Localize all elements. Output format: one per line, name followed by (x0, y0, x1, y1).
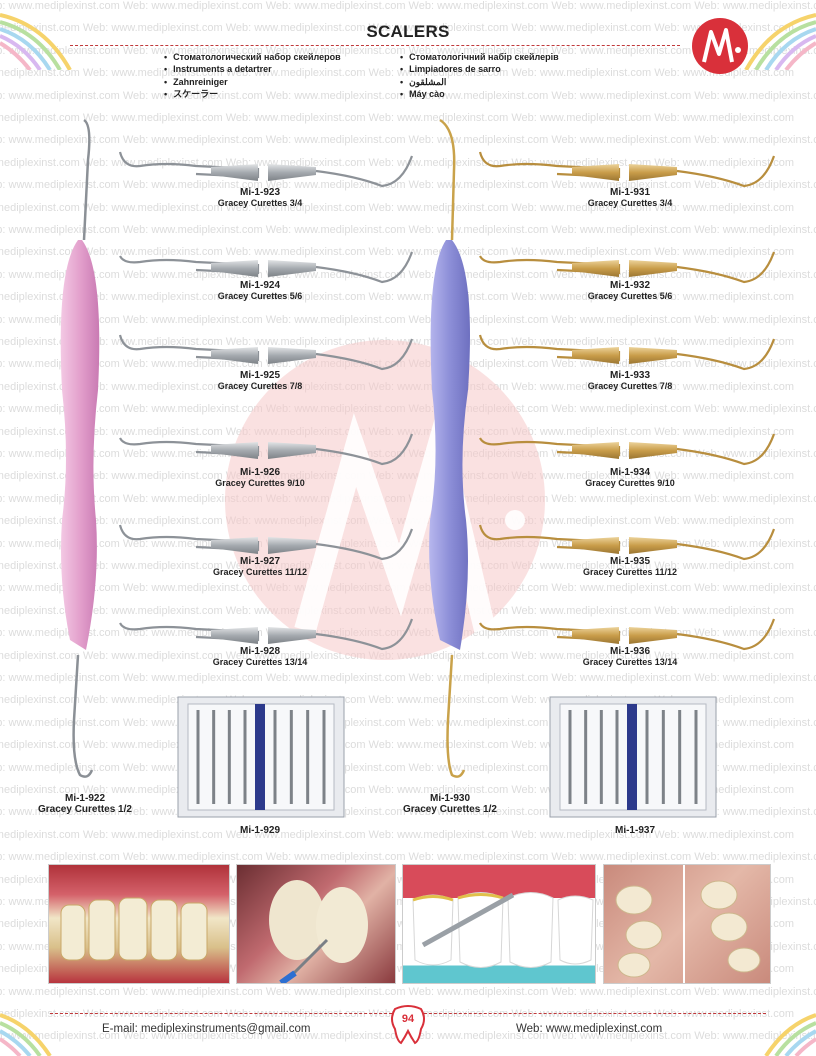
lang-item: المشلقون (400, 76, 559, 88)
product-code: Mi-1-930 (429, 793, 470, 804)
product-desc: Gracey Curettes 7/8 (217, 381, 303, 391)
lang-item: スケーラー (164, 88, 341, 100)
photo-tartar-teeth (48, 864, 230, 984)
language-list-left: Стоматологический набор скейлеров Instru… (164, 51, 341, 101)
curette-2 (119, 251, 414, 284)
curette-5 (478, 524, 776, 561)
product-desc: Gracey Curettes 5/6 (587, 291, 673, 301)
product-desc: Gracey Curettes 3/4 (217, 198, 303, 208)
footer-web: Web: www.mediplexinst.com (516, 1023, 663, 1035)
product-code: Mi-1-935 (609, 556, 650, 567)
product-desc: Gracey Curettes 3/4 (587, 198, 673, 208)
product-desc: Gracey Curettes 13/14 (582, 657, 678, 667)
product-desc: Gracey Curettes 1/2 (38, 804, 132, 815)
handle-right (429, 118, 470, 778)
curette-3 (478, 334, 776, 371)
language-list-right: Стоматологічний набір скейлерів Limpiado… (400, 51, 559, 101)
rainbow-top-right (744, 13, 816, 70)
curette-6 (119, 618, 414, 651)
product-code: Mi-1-933 (609, 370, 650, 381)
photo-scaling-illustration (402, 864, 596, 984)
product-desc: Gracey Curettes 1/2 (403, 804, 497, 815)
curette-4 (119, 433, 414, 466)
product-code: Mi-1-931 (609, 187, 650, 198)
product-label-right: Mi-1-936 Gracey Curettes 13/14 (550, 646, 710, 667)
tooth-page-icon (391, 1005, 425, 1045)
curette-4 (479, 433, 776, 466)
product-code: Mi-1-936 (609, 646, 650, 657)
product-desc: Gracey Curettes 5/6 (217, 291, 303, 301)
product-code: Mi-1-934 (609, 467, 650, 478)
curette-1 (478, 151, 776, 188)
lang-item: Máy cào (400, 88, 559, 100)
product-code: Mi-1-928 (239, 646, 280, 657)
page-title: SCALERS (366, 22, 450, 41)
product-code: Mi-1-925 (239, 370, 280, 381)
handle-label-left: Mi-1-922 Gracey Curettes 1/2 (20, 793, 150, 815)
product-label-left: Mi-1-923 Gracey Curettes 3/4 (180, 187, 340, 208)
product-label-right: Mi-1-931 Gracey Curettes 3/4 (550, 187, 710, 208)
page-number: 94 (401, 1013, 415, 1025)
product-label-left: Mi-1-928 Gracey Curettes 13/14 (180, 646, 340, 667)
cassette-right (549, 696, 717, 818)
handle-label-right: Mi-1-930 Gracey Curettes 1/2 (385, 793, 515, 815)
rainbow-bottom-right (764, 1013, 816, 1056)
product-code: Mi-1-927 (239, 556, 280, 567)
product-code: Mi-1-932 (609, 280, 650, 291)
curette-2 (479, 251, 776, 284)
product-label-left: Mi-1-926 Gracey Curettes 9/10 (180, 467, 340, 488)
product-label-right: Mi-1-935 Gracey Curettes 11/12 (550, 556, 710, 577)
rainbow-top-left (0, 13, 72, 70)
product-label-left: Mi-1-924 Gracey Curettes 5/6 (180, 280, 340, 301)
handle-left (60, 118, 100, 778)
product-label-right: Mi-1-932 Gracey Curettes 5/6 (550, 280, 710, 301)
product-desc: Gracey Curettes 9/10 (215, 478, 305, 488)
product-label-right: Mi-1-934 Gracey Curettes 9/10 (550, 467, 710, 488)
lang-item: Zahnreiniger (164, 76, 341, 88)
curette-6 (479, 618, 776, 651)
product-code: Mi-1-924 (239, 280, 280, 291)
product-label-left: Mi-1-927 Gracey Curettes 11/12 (180, 556, 340, 577)
rainbow-bottom-left (0, 1013, 52, 1056)
brand-logo (692, 18, 748, 74)
product-code: Mi-1-926 (239, 467, 280, 478)
photo-occlusal-teeth (603, 864, 771, 984)
lang-item: Стоматологический набор скейлеров (164, 51, 341, 63)
product-desc: Gracey Curettes 7/8 (587, 381, 673, 391)
lang-item: Стоматологічний набір скейлерів (400, 51, 559, 63)
cassette-left (177, 696, 345, 818)
curette-3 (118, 334, 414, 371)
curette-5 (118, 524, 414, 561)
curette-1 (118, 151, 414, 188)
lang-item: Limpiadores de sarro (400, 63, 559, 75)
product-label-right: Mi-1-933 Gracey Curettes 7/8 (550, 370, 710, 391)
product-desc: Gracey Curettes 9/10 (585, 478, 675, 488)
product-desc: Gracey Curettes 13/14 (212, 657, 308, 667)
footer-email: E-mail: mediplexinstruments@gmail.com (102, 1023, 311, 1035)
product-label-left: Mi-1-925 Gracey Curettes 7/8 (180, 370, 340, 391)
photo-probing (236, 864, 396, 984)
cassette-left-code: Mi-1-929 (239, 825, 280, 836)
product-desc: Gracey Curettes 11/12 (582, 567, 678, 577)
product-code: Mi-1-922 (64, 793, 105, 804)
product-code: Mi-1-923 (239, 187, 280, 198)
lang-item: Instruments a detartrer (164, 63, 341, 75)
cassette-right-code: Mi-1-937 (614, 825, 655, 836)
product-desc: Gracey Curettes 11/12 (212, 567, 308, 577)
header-divider (70, 45, 680, 46)
